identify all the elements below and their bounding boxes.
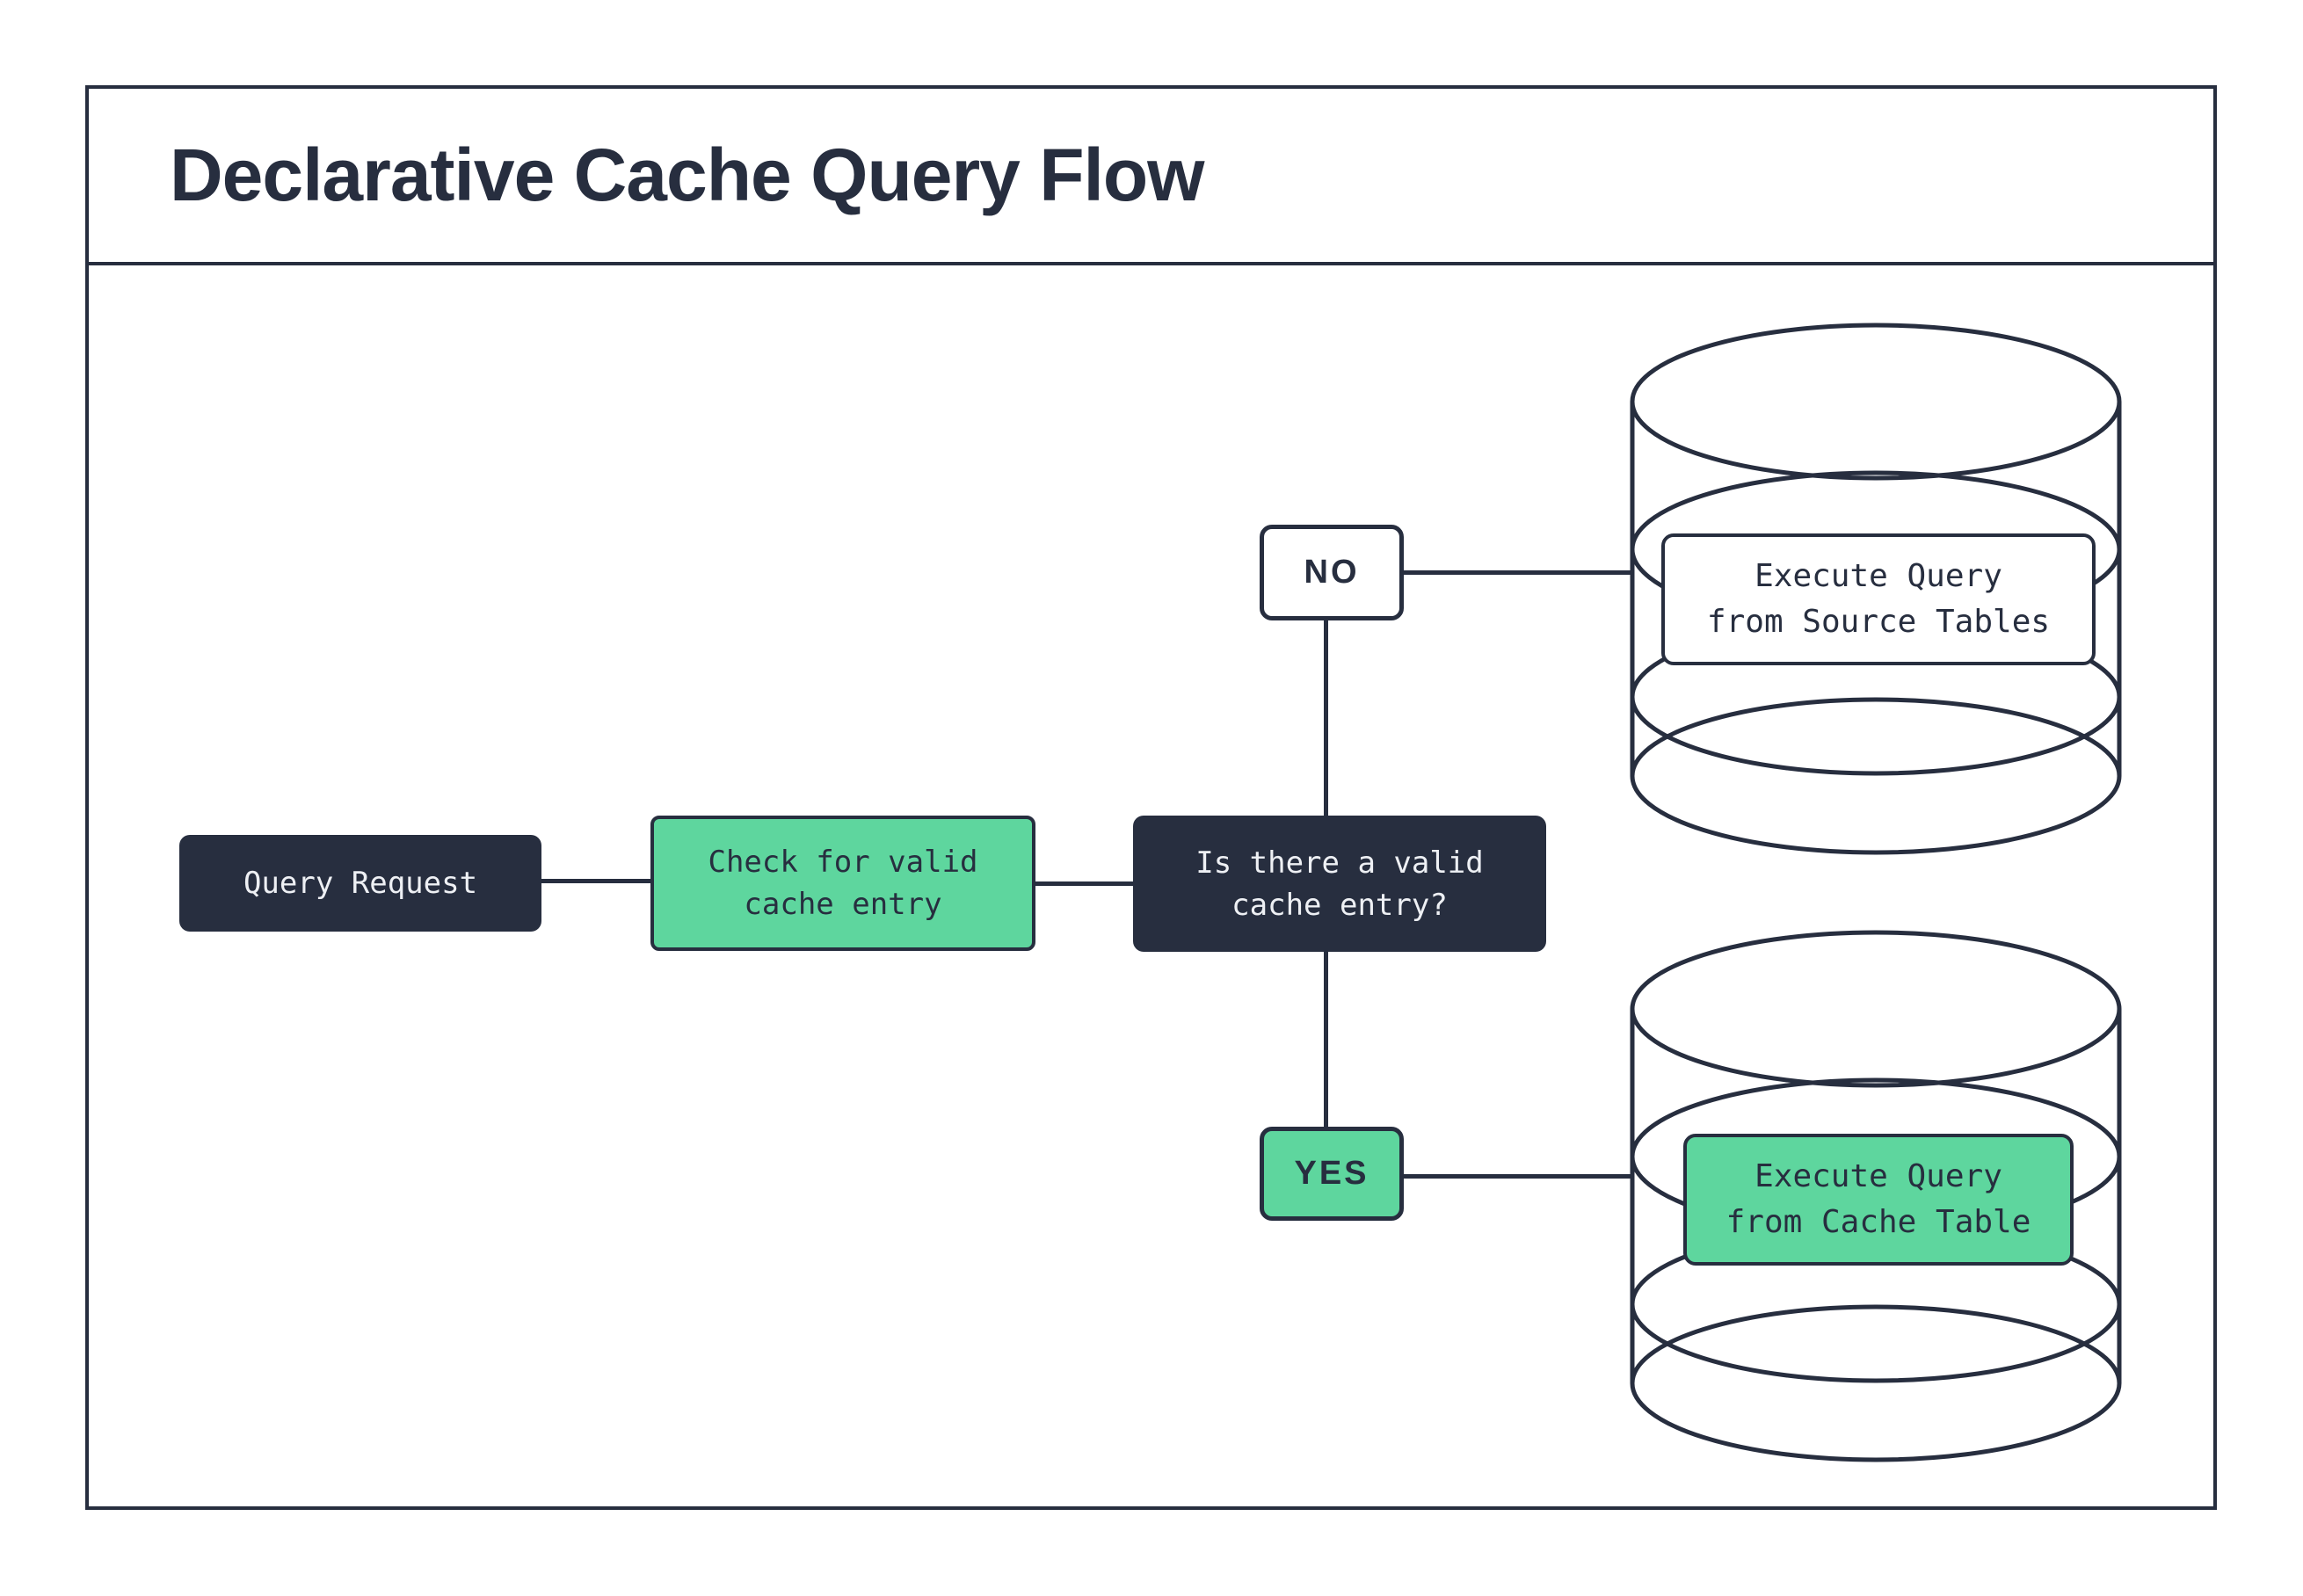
branch-no-label: NO	[1304, 554, 1360, 591]
label-execute-cache-line2: from Cache Table	[1725, 1204, 2031, 1240]
node-check-cache: Check for valid cache entry	[650, 816, 1035, 951]
node-query-request: Query Request	[179, 835, 541, 932]
node-decision-line2: cache entry?	[1231, 887, 1448, 923]
header: Declarative Cache Query Flow	[89, 89, 2213, 265]
connector-check-to-decision	[1035, 881, 1135, 886]
node-decision: Is there a valid cache entry?	[1133, 816, 1546, 952]
branch-yes-label: YES	[1294, 1155, 1369, 1192]
branch-yes: YES	[1260, 1127, 1404, 1221]
label-execute-source-line2: from Source Tables	[1706, 604, 2051, 640]
node-check-cache-line1: Check for valid	[708, 845, 978, 880]
connector-decision-to-no	[1324, 620, 1328, 817]
page-frame: Declarative Cache Query Flow	[85, 85, 2217, 1510]
label-execute-cache: Execute Query from Cache Table	[1683, 1134, 2074, 1266]
page-title: Declarative Cache Query Flow	[170, 134, 1205, 216]
label-execute-source: Execute Query from Source Tables	[1661, 533, 2096, 665]
label-execute-cache-line1: Execute Query	[1754, 1158, 2002, 1194]
connector-yes-to-cache-db	[1404, 1174, 1631, 1179]
node-decision-line1: Is there a valid	[1195, 845, 1484, 881]
node-check-cache-line2: cache entry	[744, 887, 942, 922]
label-execute-source-line1: Execute Query	[1754, 558, 2002, 594]
node-query-request-label: Query Request	[243, 866, 478, 901]
branch-no: NO	[1260, 525, 1404, 620]
connector-decision-to-yes	[1324, 950, 1328, 1128]
connector-no-to-source-db	[1404, 570, 1631, 575]
connector-query-to-check	[541, 879, 652, 883]
